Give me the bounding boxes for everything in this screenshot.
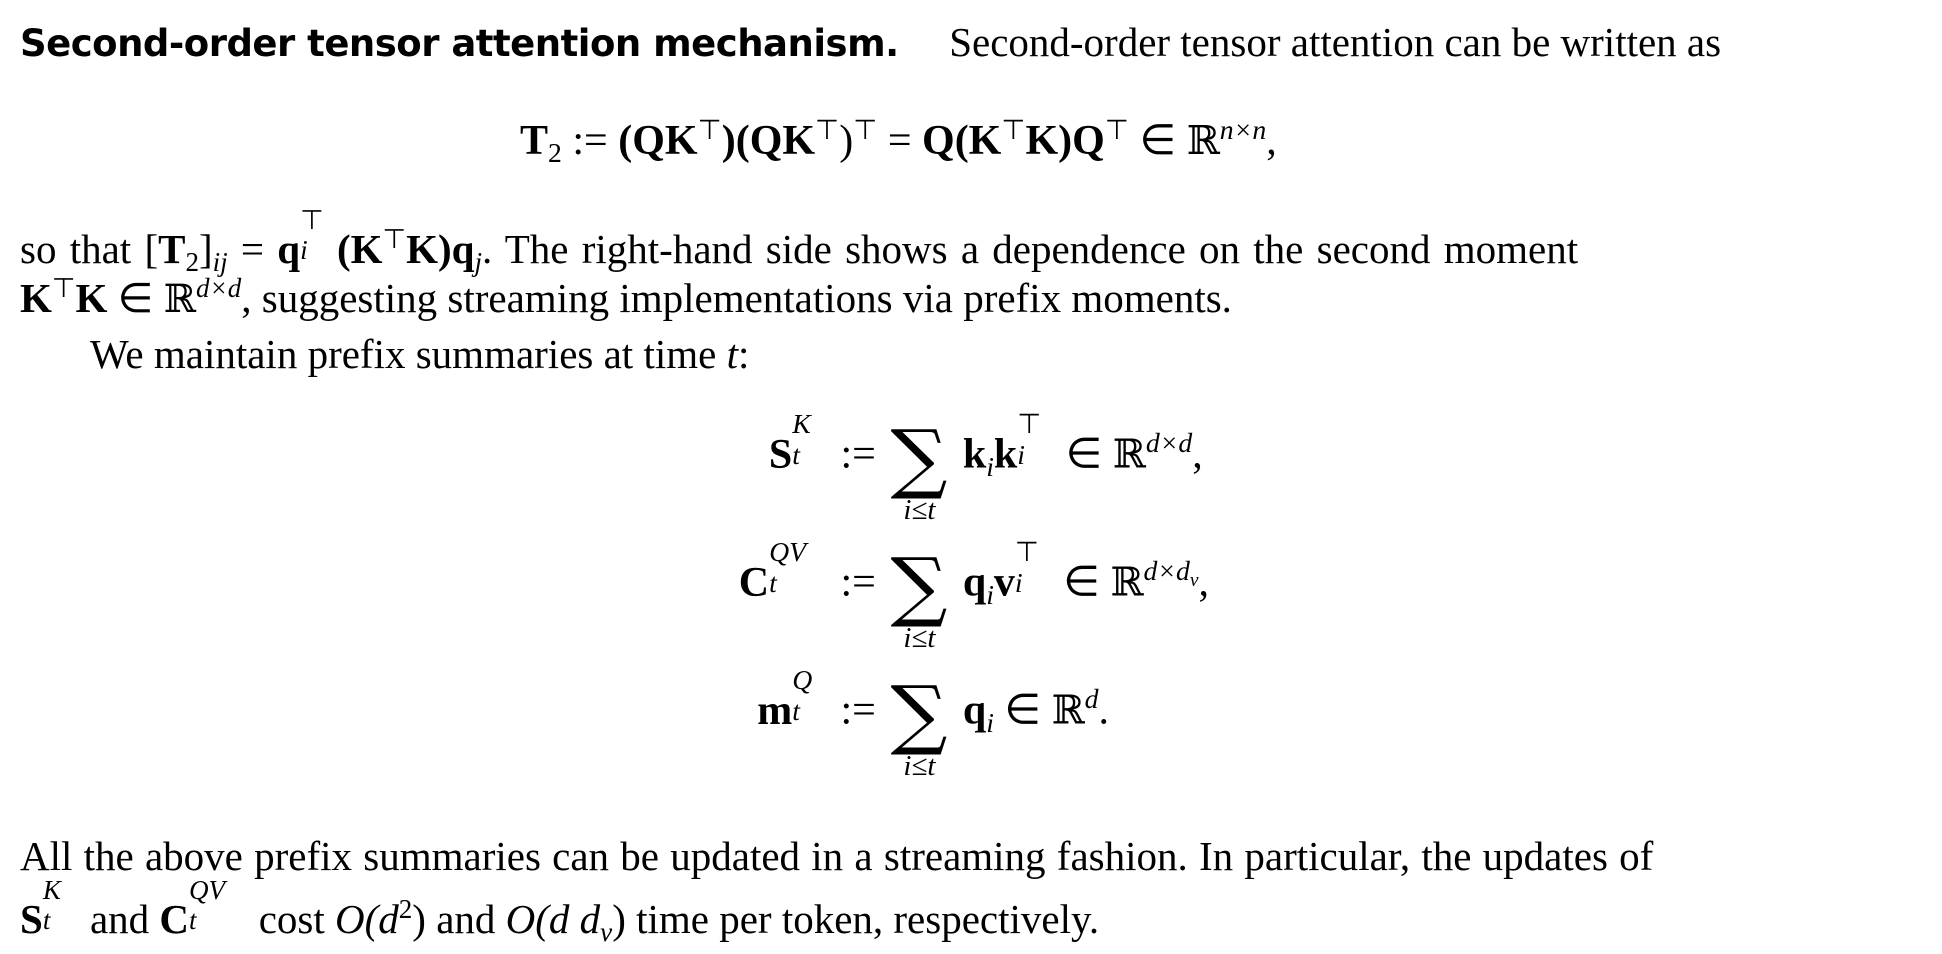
intro-text: Second-order tensor attention can be wri… (949, 19, 1722, 65)
paragraph-heading: Second-order tensor attention mechanism. (20, 22, 899, 65)
paragraph-2-line-1: so that [T2]ij = q⊤i(K⊤K)qj. The right-h… (20, 205, 1579, 278)
equation-t2-definition: T2 := (QK⊤)(QK⊤)⊤ = Q(K⊤K)Q⊤ ∈ ℝn×n, (520, 113, 1277, 169)
paragraph-4-line-1: All the above prefix summaries can be up… (20, 833, 1654, 879)
summation-symbol: ∑i≤t (890, 541, 948, 654)
paragraph-2-line-2: K⊤K ∈ ℝd×d, suggesting streaming impleme… (20, 273, 1232, 322)
summation-symbol: ∑i≤t (890, 413, 948, 526)
summation-symbol: ∑i≤t (890, 669, 948, 782)
paragraph-2-text: The right-hand side shows a dependence o… (504, 226, 1579, 272)
paragraph-3: We maintain prefix summaries at time t: (90, 331, 750, 377)
paragraph-line-1: Second-order tensor attention mechanism.… (20, 22, 1721, 63)
